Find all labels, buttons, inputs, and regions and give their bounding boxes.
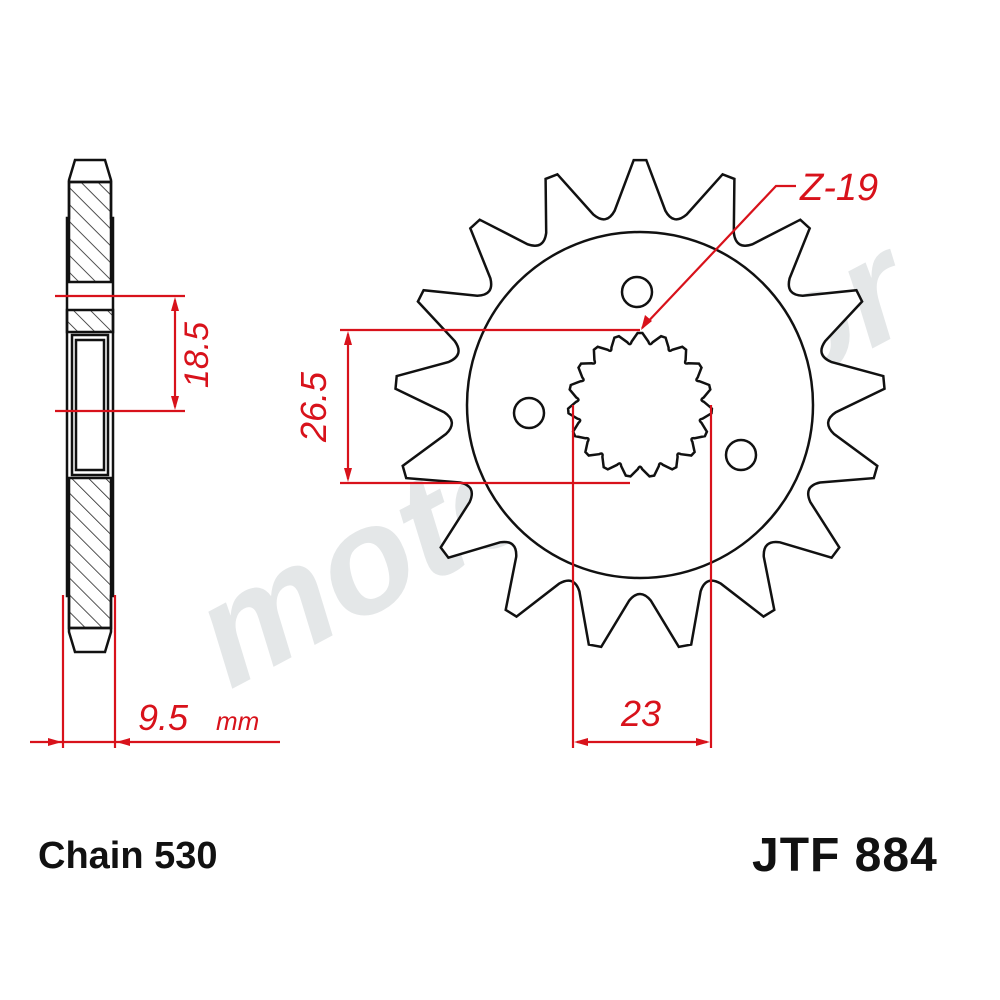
- bolt-hole: [724, 438, 758, 472]
- bolt-hole: [620, 275, 654, 309]
- dim-thickness: 9.5: [138, 697, 189, 738]
- spline-bore: [566, 331, 714, 478]
- chain-label: Chain 530: [38, 835, 218, 877]
- bolt-hole: [512, 396, 546, 430]
- dim-spline-inner: 23: [620, 693, 661, 734]
- sprocket-front-view: [394, 158, 886, 649]
- spline-label: Z-19: [799, 167, 878, 209]
- dim-hub-width: 18.5: [178, 322, 216, 388]
- part-number: JTF 884: [752, 829, 938, 882]
- hub-circle: [465, 230, 815, 580]
- dim-spline-outer: 26.5: [293, 371, 334, 443]
- sprocket-side-view: [65, 158, 115, 654]
- dimension-lines: [30, 184, 796, 748]
- dim-thickness-unit: mm: [216, 706, 259, 736]
